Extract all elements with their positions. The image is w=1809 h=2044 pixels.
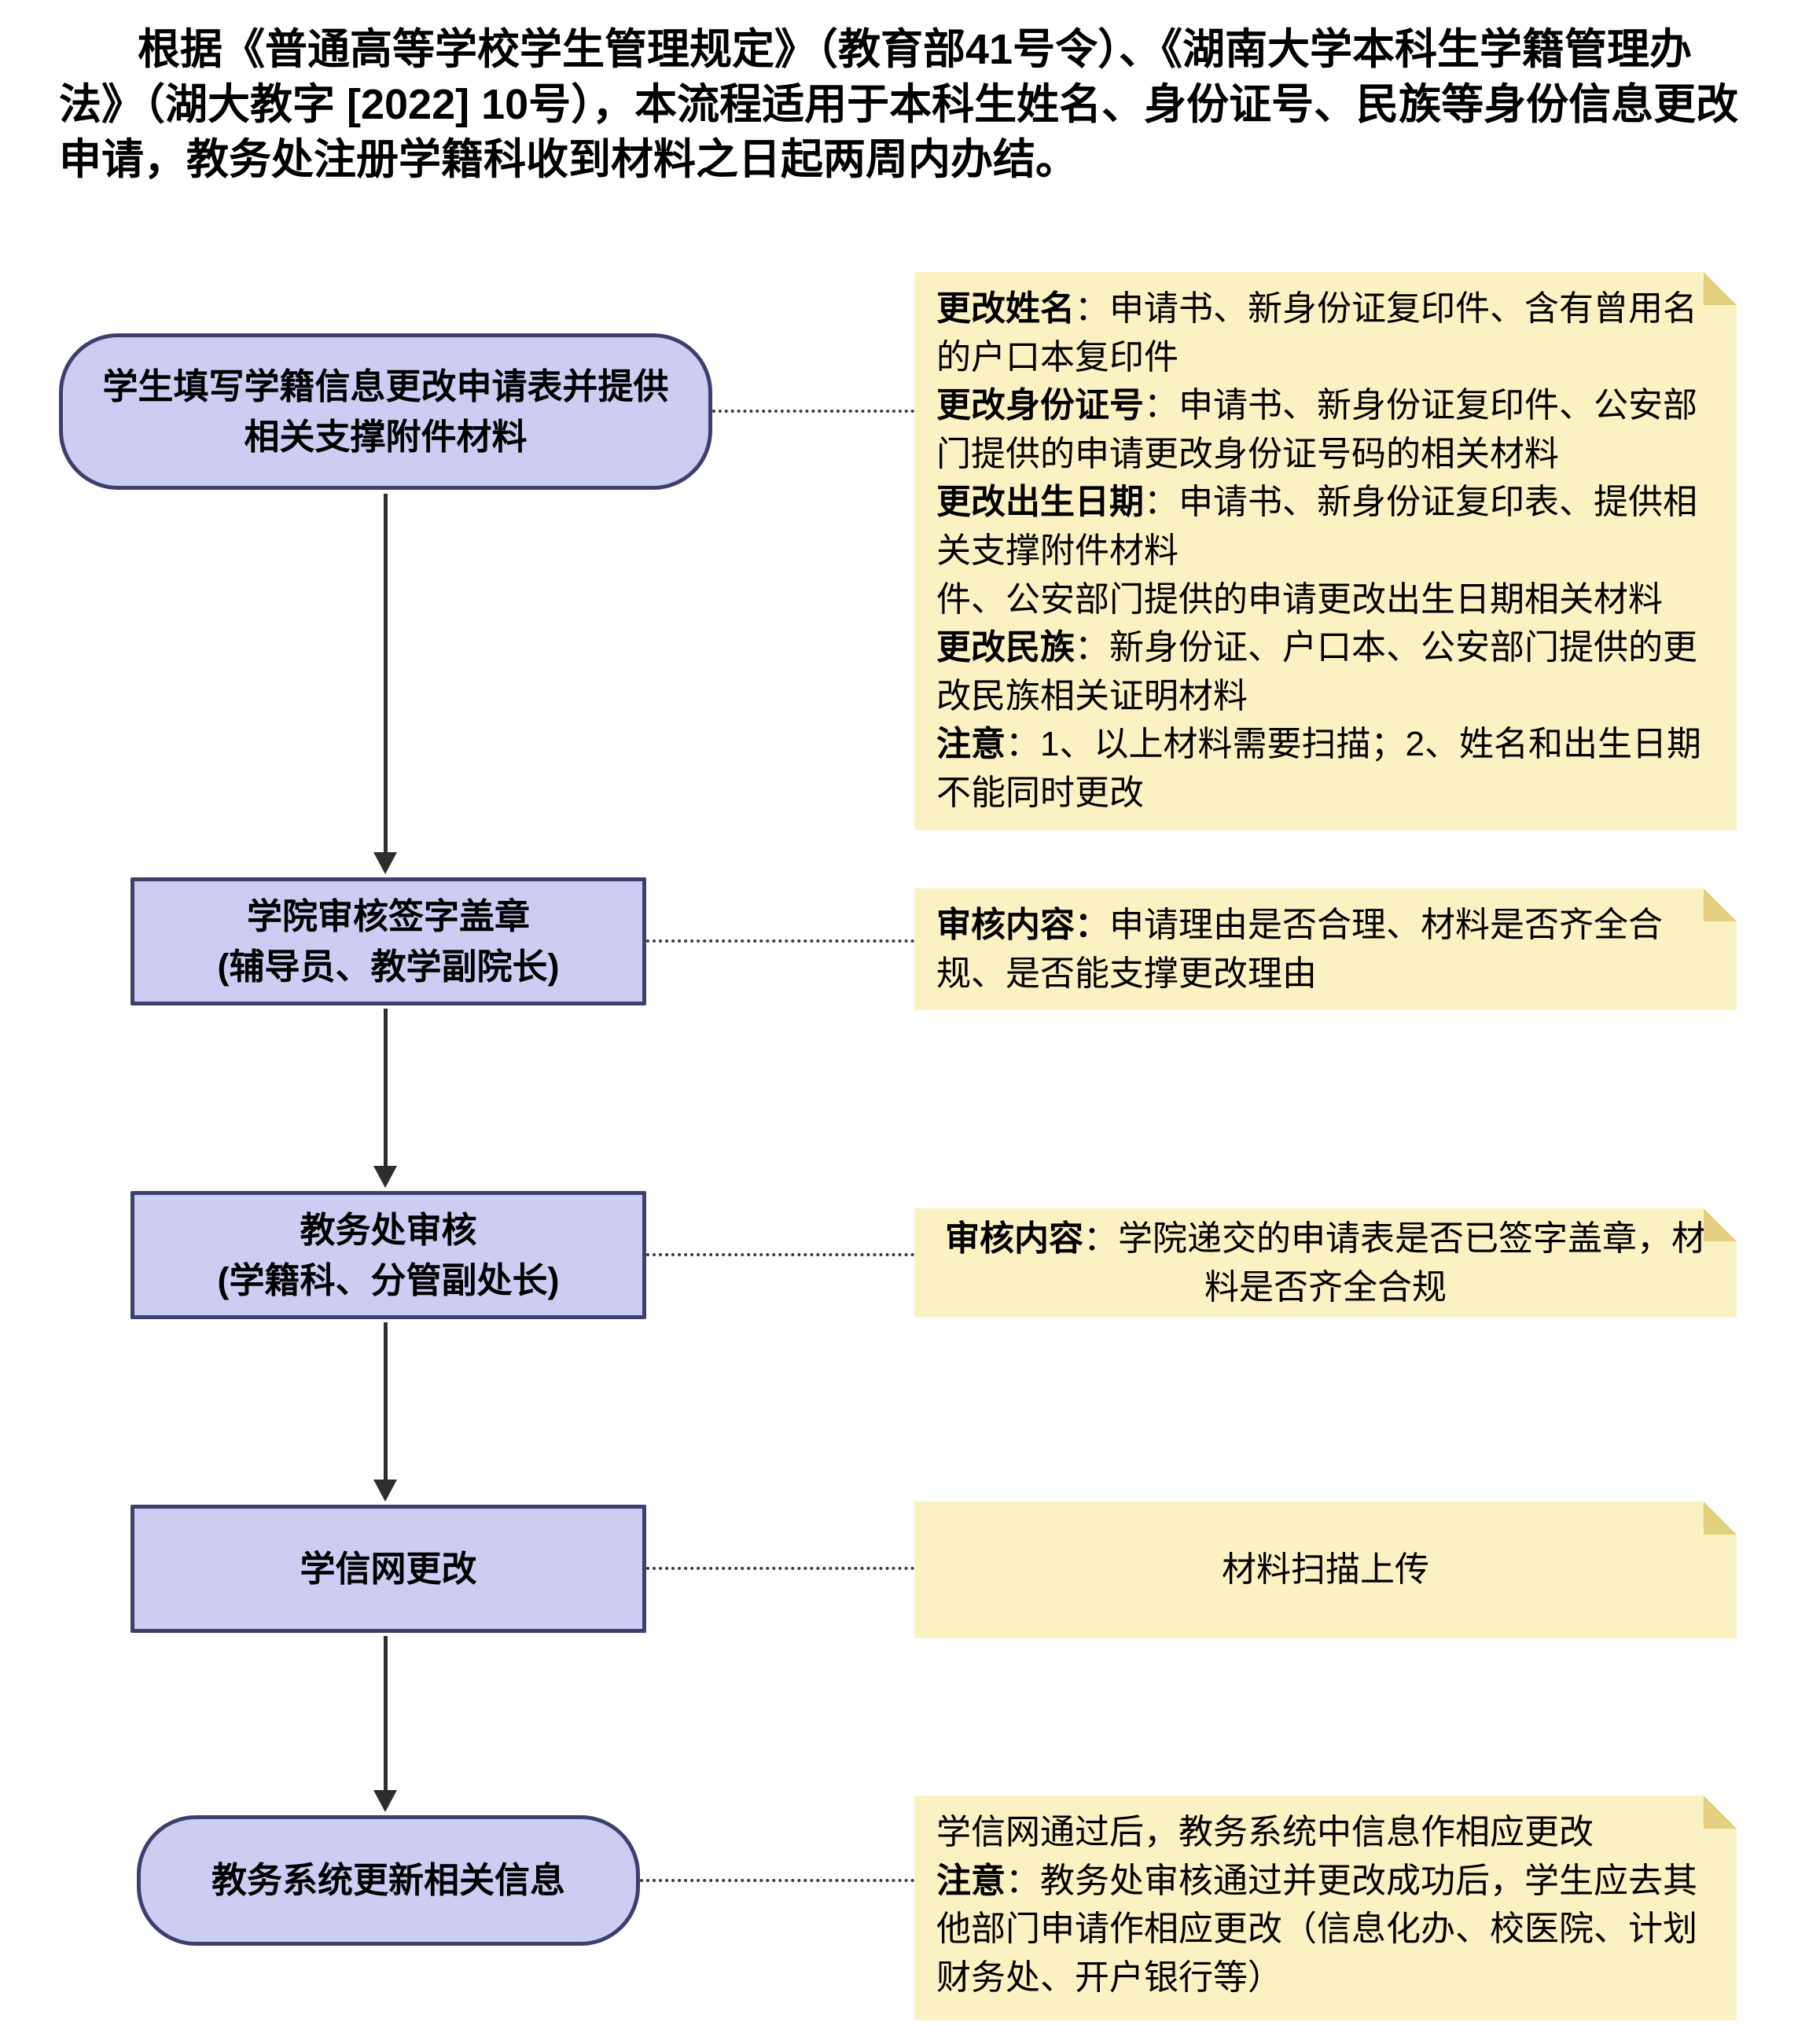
entry-text: ：1、以上材料需要扫描；2、姓名和出生日期不能同时更改 — [936, 725, 1701, 812]
note-entry: 学信网通过后，教务系统中信息作相应更改 — [936, 1808, 1715, 1857]
note-entry: 更改出生日期：申请书、新身份证复印表、提供相关支撑附件材料 — [936, 478, 1715, 575]
note-entry: 注意：1、以上材料需要扫描；2、姓名和出生日期不能同时更改 — [936, 720, 1715, 817]
note-entry: 更改姓名：申请书、新身份证复印件、含有曾用名的户口本复印件 — [936, 285, 1715, 381]
note-college-review-content: 审核内容：申请理由是否合理、材料是否齐全合规、是否能支撑更改理由 — [914, 888, 1737, 1011]
flow-arrow-3 — [373, 1322, 397, 1502]
note-upload-scan: 材料扫描上传 — [914, 1502, 1737, 1638]
node-label: 学信网更改 — [300, 1548, 477, 1589]
flow-node-system-update: 教务系统更新相关信息 — [137, 1815, 640, 1946]
entry-label: 注意 — [936, 725, 1006, 764]
flow-arrow-1 — [373, 494, 397, 874]
entry-text: 申请理由是否合理、材料是否齐全合规、是否能支撑更改理由 — [936, 906, 1663, 993]
note-system-update-detail: 学信网通过后，教务系统中信息作相应更改 注意：教务处审核通过并更改成功后，学生应… — [914, 1796, 1737, 2020]
entry-label: 更改姓名 — [936, 289, 1075, 328]
entry-label: 更改身份证号 — [936, 386, 1144, 425]
dotted-connector-4 — [646, 1567, 914, 1570]
note-entry: 更改民族：新身份证、户口本、公安部门提供的更改民族相关证明材料 — [936, 623, 1715, 720]
node-sublabel: (辅导员、教学副院长) — [217, 946, 560, 987]
note-entry: 材料扫描上传 — [936, 1546, 1715, 1594]
entry-text: 学信网通过后，教务系统中信息作相应更改 — [936, 1813, 1594, 1851]
entry-label: 审核内容： — [936, 906, 1109, 944]
note-entry: 件、公安部门提供的申请更改出生日期相关材料 — [936, 575, 1715, 624]
arrow-line — [383, 1636, 388, 1790]
flow-node-chsi-update: 学信网更改 — [131, 1505, 646, 1633]
node-label: 学院审核签字盖章 — [246, 895, 530, 936]
arrow-head-icon — [373, 852, 397, 874]
flow-node-college-review: 学院审核签字盖章 (辅导员、教学副院长) — [131, 877, 646, 1005]
folded-corner-icon — [1704, 1208, 1737, 1241]
entry-text: ：学院递交的申请表是否已签字盖章，材料是否齐全合规 — [1083, 1219, 1706, 1307]
entry-label: 注意 — [936, 1861, 1006, 1900]
arrow-line — [383, 1322, 388, 1480]
entry-text: ：教务处审核通过并更改成功后，学生应去其他部门申请作相应更改（信息化办、校医院、… — [936, 1861, 1697, 1997]
arrow-line — [383, 1009, 388, 1166]
folded-corner-icon — [1704, 1796, 1737, 1829]
note-entry: 更改身份证号：申请书、新身份证复印件、公安部门提供的申请更改身份证号码的相关材料 — [936, 381, 1715, 478]
entry-text: ：申请书、新身份证复印件、公安部门提供的申请更改身份证号码的相关材料 — [936, 386, 1697, 473]
note-entry: 注意：教务处审核通过并更改成功后，学生应去其他部门申请作相应更改（信息化办、校医… — [936, 1857, 1715, 2002]
entry-label: 更改出生日期 — [936, 483, 1144, 522]
flow-arrow-4 — [373, 1636, 397, 1812]
entry-text: ：申请书、新身份证复印件、含有曾用名的户口本复印件 — [936, 289, 1697, 377]
node-sublabel: (学籍科、分管副处长) — [217, 1259, 560, 1300]
dotted-connector-1 — [712, 410, 914, 413]
entry-text: 材料扫描上传 — [1222, 1550, 1429, 1590]
entry-label: 审核内容 — [945, 1219, 1083, 1258]
folded-corner-icon — [1704, 1502, 1737, 1535]
note-materials-required: 更改姓名：申请书、新身份证复印件、含有曾用名的户口本复印件 更改身份证号：申请书… — [914, 272, 1737, 830]
entry-label: 更改民族 — [936, 628, 1075, 667]
dotted-connector-3 — [646, 1253, 914, 1256]
arrow-head-icon — [373, 1166, 397, 1188]
note-entry: 审核内容：申请理由是否合理、材料是否齐全合规、是否能支撑更改理由 — [936, 901, 1715, 998]
dotted-connector-2 — [646, 939, 914, 943]
node-label: 教务系统更新相关信息 — [211, 1860, 565, 1901]
arrow-head-icon — [373, 1480, 397, 1502]
arrow-line — [383, 494, 388, 852]
flow-node-student-fill-application: 学生填写学籍信息更改申请表并提供相关支撑附件材料 — [59, 333, 712, 490]
node-label: 教务处审核 — [300, 1209, 477, 1250]
entry-text: ：新身份证、户口本、公安部门提供的更改民族相关证明材料 — [936, 628, 1697, 715]
entry-text: 件、公安部门提供的申请更改出生日期相关材料 — [936, 579, 1663, 619]
arrow-head-icon — [373, 1790, 397, 1812]
flow-node-academic-affairs-review: 教务处审核 (学籍科、分管副处长) — [131, 1191, 646, 1319]
note-office-review-content: 审核内容：学院递交的申请表是否已签字盖章，材料是否齐全合规 — [914, 1208, 1737, 1318]
intro-text: 根据《普通高等学校学生管理规定》（教育部41号令）、《湖南大学本科生学籍管理办法… — [59, 26, 1739, 184]
note-entry: 审核内容：学院递交的申请表是否已签字盖章，材料是否齐全合规 — [936, 1215, 1715, 1311]
node-label: 学生填写学籍信息更改申请表并提供相关支撑附件材料 — [102, 366, 669, 457]
flow-arrow-2 — [373, 1009, 397, 1188]
entry-text: ：申请书、新身份证复印表、提供相关支撑附件材料 — [936, 483, 1697, 570]
folded-corner-icon — [1704, 888, 1737, 921]
folded-corner-icon — [1704, 272, 1737, 305]
dotted-connector-5 — [640, 1879, 914, 1882]
